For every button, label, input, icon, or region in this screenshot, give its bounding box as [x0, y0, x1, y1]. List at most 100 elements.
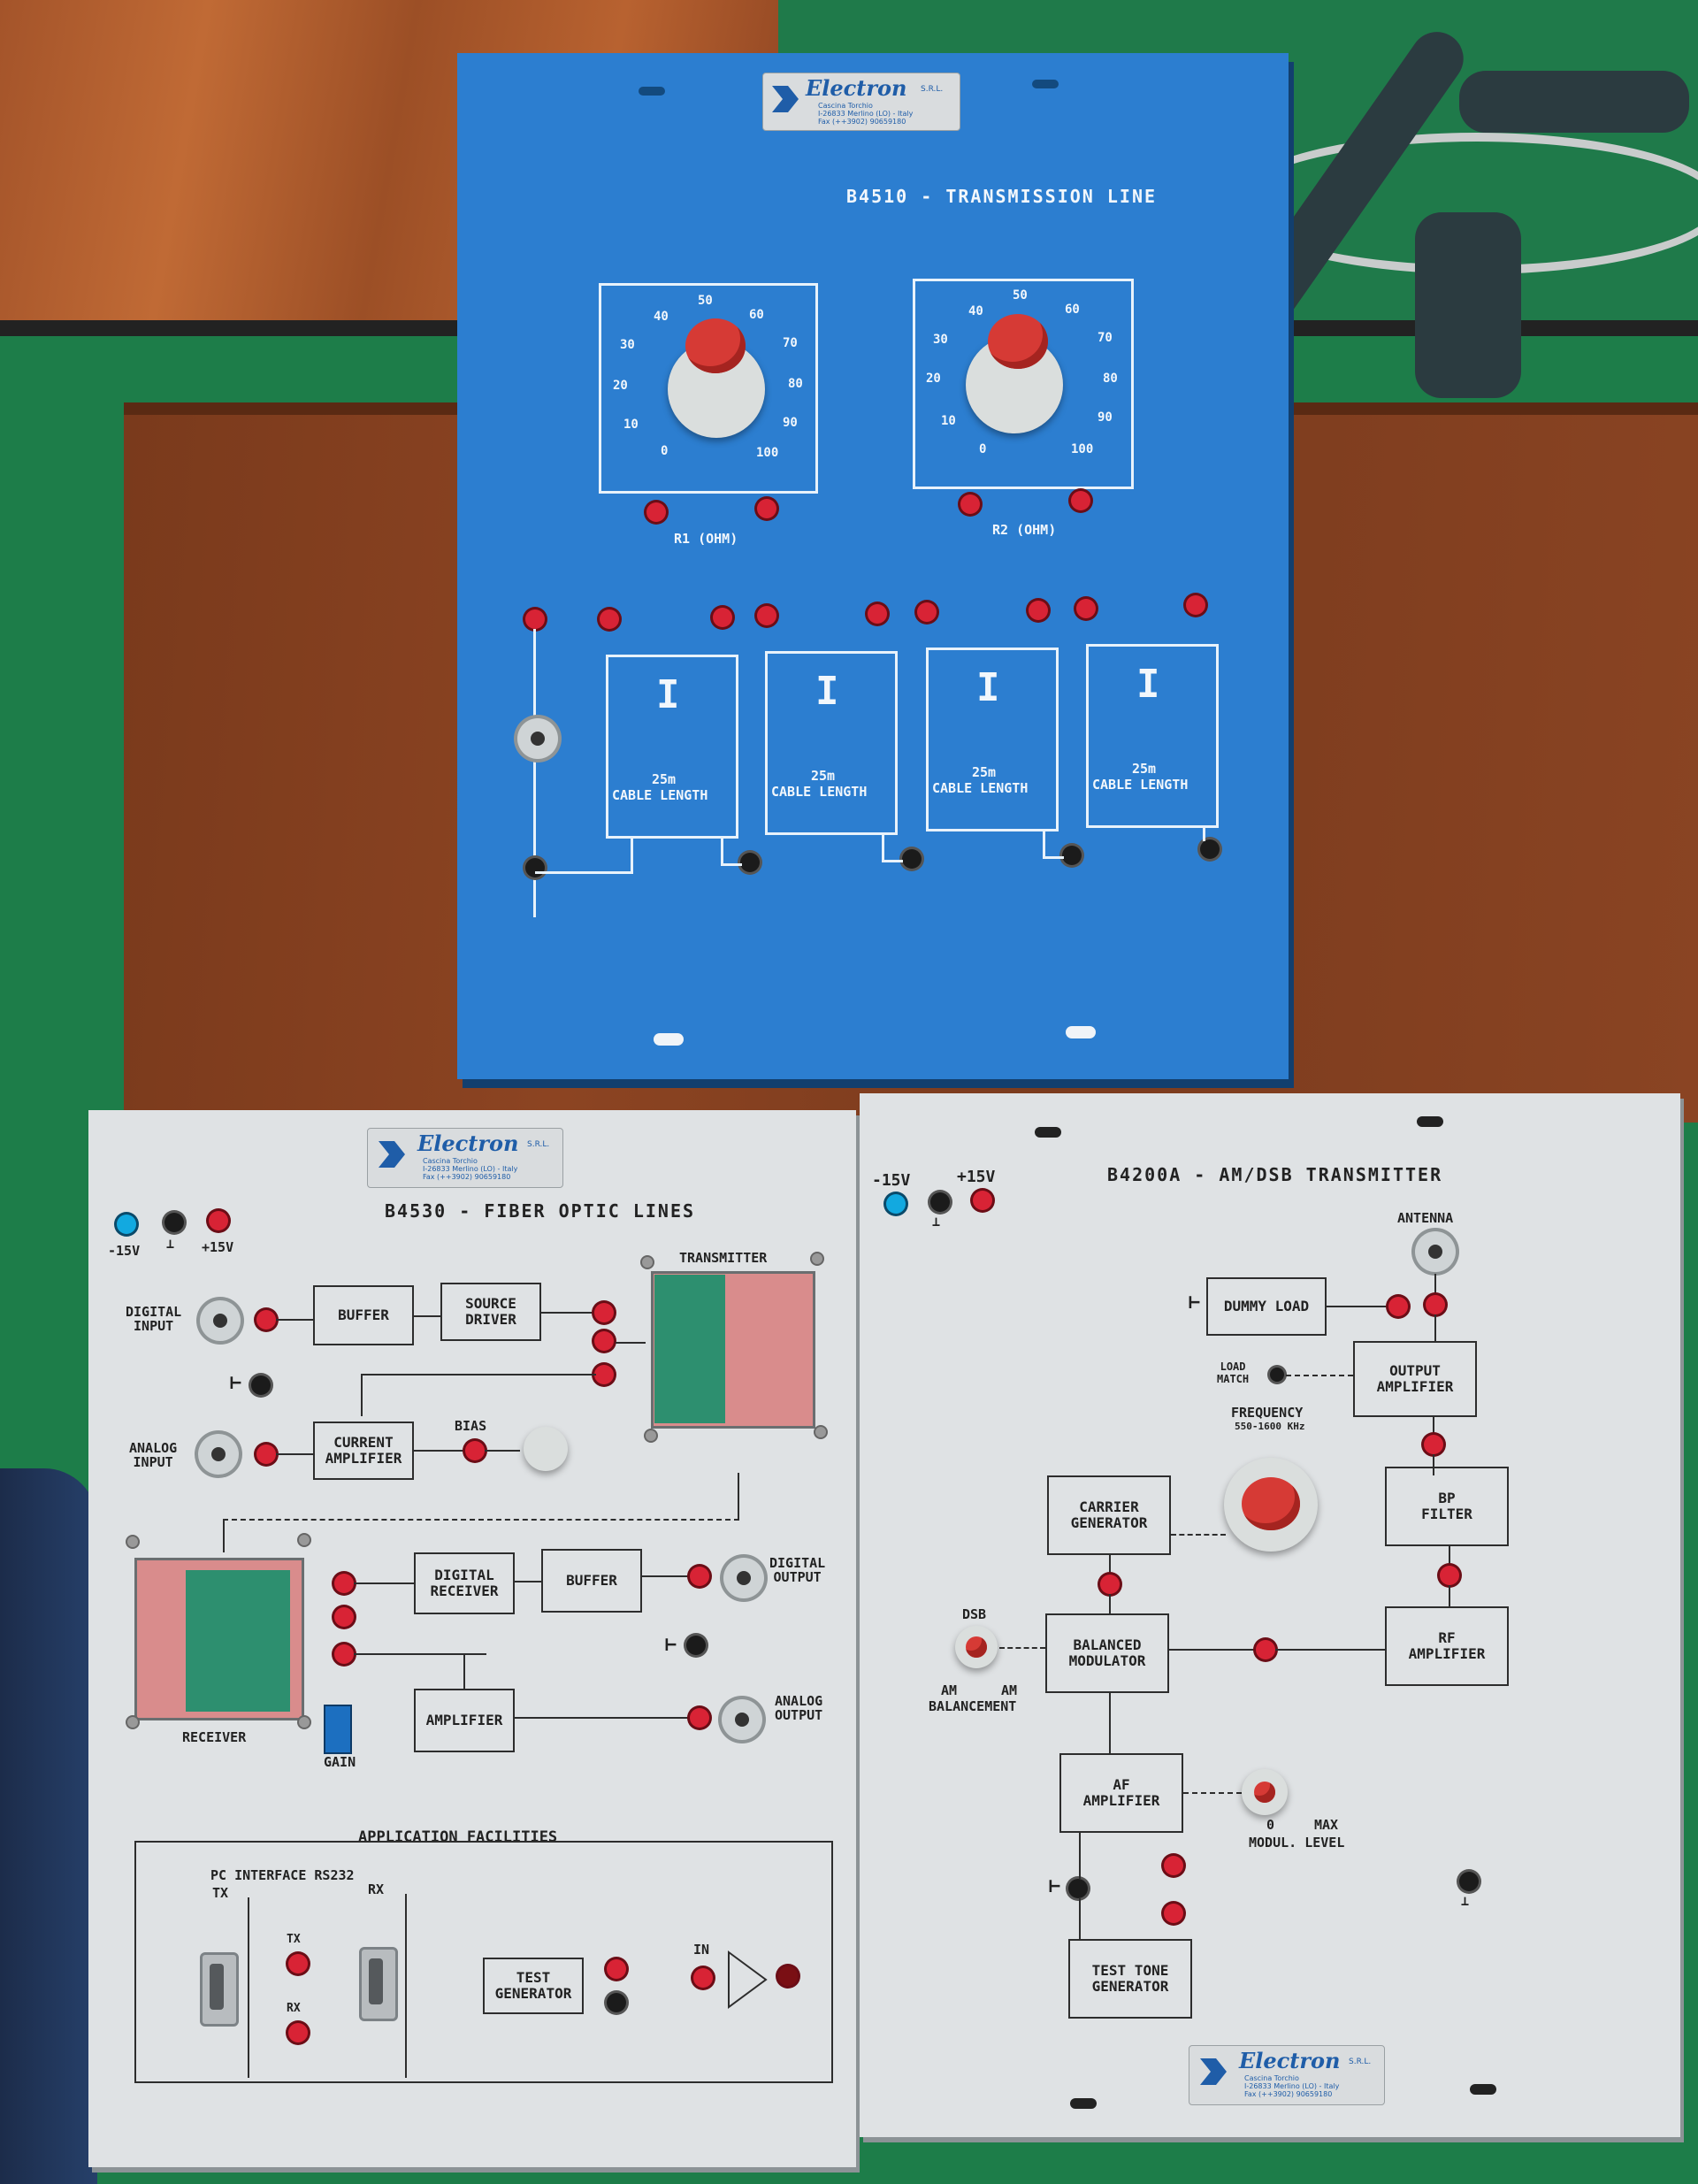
gain-dip-switch[interactable] — [324, 1705, 352, 1754]
pc-interface-label: PC INTERFACE RS232 — [210, 1867, 355, 1883]
mounting-slot — [1470, 2084, 1496, 2095]
test-generator-jack[interactable] — [607, 1959, 626, 1979]
antenna-jack[interactable] — [1426, 1295, 1445, 1314]
input-jack[interactable] — [525, 609, 545, 629]
trace — [721, 863, 742, 866]
cable-jack[interactable] — [1076, 599, 1096, 618]
modulator-output-jack[interactable] — [1256, 1640, 1275, 1659]
trace — [616, 1342, 646, 1344]
trace — [1079, 1898, 1081, 1939]
bias-trimmer[interactable] — [524, 1427, 568, 1471]
load-match-jack[interactable] — [1270, 1368, 1284, 1382]
receiver-jack[interactable] — [334, 1574, 354, 1593]
trace — [721, 839, 723, 865]
analog-input-jack[interactable] — [256, 1445, 276, 1464]
r2-knob-cap[interactable] — [988, 314, 1048, 369]
cable-jack[interactable] — [1029, 601, 1048, 620]
in-jack[interactable] — [693, 1968, 713, 1988]
ground-symbol: ⊢ — [1189, 1291, 1201, 1314]
trace — [463, 1653, 465, 1689]
cable-jack[interactable] — [757, 606, 776, 625]
r2-jack[interactable] — [960, 494, 980, 514]
frequency-knob-cap[interactable] — [1242, 1477, 1300, 1530]
modul-level-knob-cap[interactable] — [1254, 1782, 1275, 1803]
cable-jack[interactable] — [868, 604, 887, 624]
plus-15v-jack[interactable] — [973, 1191, 992, 1210]
tone-output-jack[interactable] — [1164, 1904, 1183, 1923]
cable-jack[interactable] — [600, 609, 619, 629]
transmitter-pcb-traces — [654, 1275, 725, 1423]
ground-jack[interactable] — [1068, 1879, 1088, 1898]
modul-level-link — [1183, 1792, 1242, 1794]
tx-db9-connector[interactable] — [200, 1952, 239, 2027]
supply-minus-label: -15V — [108, 1243, 141, 1259]
digital-input-jack[interactable] — [256, 1310, 276, 1330]
driver-jack[interactable] — [594, 1303, 614, 1322]
r2-jack[interactable] — [1071, 491, 1090, 510]
screw — [127, 1536, 138, 1547]
ground-jack[interactable] — [902, 849, 922, 869]
r1-jack[interactable] — [646, 502, 666, 522]
supply-plus-label: +15V — [202, 1239, 234, 1255]
digital-input-bnc[interactable] — [200, 1300, 241, 1341]
dummy-load-jack[interactable] — [1388, 1297, 1408, 1316]
cable-section-4 — [1086, 644, 1219, 828]
ground-jack[interactable] — [251, 1376, 271, 1395]
minus-15v-jack[interactable] — [117, 1215, 136, 1234]
bias-jack[interactable] — [465, 1441, 485, 1460]
trace — [361, 1374, 596, 1376]
cable-section-1 — [606, 655, 738, 839]
rx-jack[interactable] — [288, 2023, 308, 2042]
trace — [1043, 831, 1045, 858]
analog-output-jack[interactable] — [690, 1708, 709, 1728]
rx-db9-connector[interactable] — [359, 1947, 398, 2021]
receiver-jack[interactable] — [334, 1644, 354, 1664]
brand-name: Electron — [806, 75, 907, 101]
dial-tick-10: 10 — [941, 414, 956, 428]
mounting-slot — [1070, 2098, 1097, 2109]
digital-output-bnc[interactable] — [723, 1558, 764, 1598]
minus-15v-jack[interactable] — [886, 1194, 906, 1214]
ground-jack[interactable] — [740, 853, 760, 872]
af-input-jack[interactable] — [1164, 1856, 1183, 1875]
ground-jack[interactable] — [525, 858, 545, 877]
cable-symbol: I — [976, 665, 1000, 710]
trace — [223, 1519, 225, 1552]
ground-jack[interactable] — [930, 1192, 950, 1212]
ground-jack[interactable] — [164, 1213, 184, 1232]
output-amplifier-jack[interactable] — [1424, 1435, 1443, 1454]
analog-input-bnc[interactable] — [198, 1434, 239, 1475]
balancement-knob-cap[interactable] — [966, 1636, 987, 1658]
test-generator-ground[interactable] — [607, 1993, 626, 2012]
analog-output-bnc[interactable] — [722, 1699, 762, 1740]
cable-jack[interactable] — [713, 608, 732, 627]
bnc-input-connector[interactable] — [517, 718, 558, 759]
digital-output-jack[interactable] — [690, 1567, 709, 1586]
cable-jack[interactable] — [1186, 595, 1205, 615]
trace — [882, 835, 884, 862]
dial-tick-50: 50 — [1013, 288, 1028, 303]
bp-filter-jack[interactable] — [1440, 1566, 1459, 1585]
cable-section-3 — [926, 648, 1059, 831]
ground-jack[interactable] — [686, 1636, 706, 1655]
tx-jack[interactable] — [288, 1954, 308, 1973]
screw — [815, 1427, 826, 1437]
r1-knob-cap[interactable] — [685, 318, 746, 373]
carrier-jack[interactable] — [1100, 1575, 1120, 1594]
ground-jack[interactable] — [1200, 839, 1220, 859]
ground-jack[interactable] — [1459, 1872, 1479, 1891]
brand-suffix: S.R.L. — [527, 1140, 550, 1149]
plus-15v-jack[interactable] — [209, 1211, 228, 1230]
antenna-label: ANTENNA — [1397, 1210, 1454, 1226]
ground-jack[interactable] — [1062, 846, 1082, 865]
receiver-jack[interactable] — [334, 1607, 354, 1627]
antenna-bnc[interactable] — [1415, 1231, 1456, 1272]
trace — [276, 1453, 313, 1455]
driver-jack[interactable] — [594, 1365, 614, 1384]
driver-jack[interactable] — [594, 1331, 614, 1351]
in-label: IN — [693, 1942, 710, 1958]
r1-jack[interactable] — [757, 499, 776, 518]
cable-jack[interactable] — [917, 602, 937, 622]
mounting-slot — [1066, 1026, 1096, 1038]
brand-name: Electron — [417, 1130, 519, 1156]
